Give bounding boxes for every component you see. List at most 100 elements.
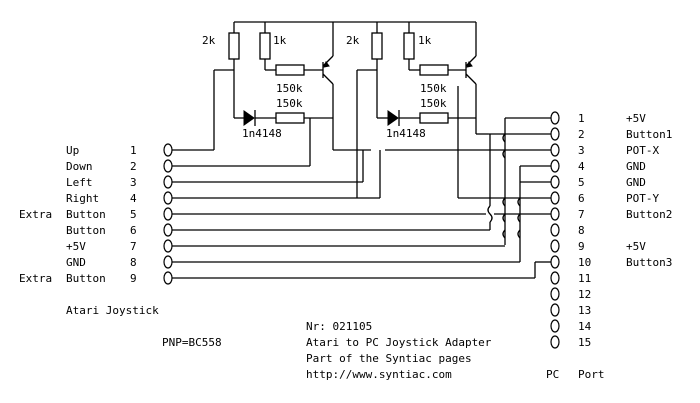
pc-pin-number: 13 xyxy=(578,304,591,317)
pc-terminal xyxy=(550,111,560,125)
pc-pin-signal: Button2 xyxy=(626,208,672,221)
resistor-2k-right xyxy=(371,32,383,60)
atari-pin-name: Button xyxy=(66,224,106,237)
atari-pin-prefix: Extra xyxy=(19,272,52,285)
pc-pin-signal: Button3 xyxy=(626,256,672,269)
pc-pin-signal: POT-X xyxy=(626,144,659,157)
pc-pin-number: 2 xyxy=(578,128,585,141)
atari-pin-name: Right xyxy=(66,192,99,205)
resistor-150k-right-b xyxy=(419,112,449,124)
atari-terminal xyxy=(163,143,173,157)
pc-pin-signal: POT-Y xyxy=(626,192,659,205)
atari-terminal xyxy=(163,191,173,205)
pc-pin-number: 8 xyxy=(578,224,585,237)
captions: Atari Joystick PNP=BC558 Nr: 021105 Atar… xyxy=(66,304,605,381)
atari-pin-number: 8 xyxy=(130,256,137,269)
diagram-url: http://www.syntiac.com xyxy=(306,368,452,381)
pc-terminal xyxy=(550,175,560,189)
atari-terminal xyxy=(163,175,173,189)
pc-terminal xyxy=(550,271,560,285)
label-150k-left-a: 150k xyxy=(276,82,303,95)
stage-left xyxy=(213,21,476,150)
pc-pin-number: 1 xyxy=(578,112,585,125)
resistor-1k-left xyxy=(259,32,271,60)
pc-terminal xyxy=(550,335,560,349)
stage-right xyxy=(356,22,477,198)
pc-pin-signal: Button1 xyxy=(626,128,672,141)
pc-pin-signal: +5V xyxy=(626,240,646,253)
pc-terminal xyxy=(550,223,560,237)
pc-terminal xyxy=(550,287,560,301)
atari-terminal xyxy=(163,271,173,285)
pc-terminal xyxy=(550,319,560,333)
pc-pin-signal: GND xyxy=(626,160,646,173)
resistor-150k-left-b xyxy=(275,112,305,124)
atari-terminal xyxy=(163,159,173,173)
atari-terminal xyxy=(163,223,173,237)
pc-pin-number: 9 xyxy=(578,240,585,253)
pc-pin-signal: GND xyxy=(626,176,646,189)
diode-left xyxy=(243,110,256,126)
port-label: Port xyxy=(578,368,605,381)
transistor-left xyxy=(322,22,334,85)
label-diode-left: 1n4148 xyxy=(242,127,282,140)
atari-pin-number: 3 xyxy=(130,176,137,189)
pc-pin-signal: +5V xyxy=(626,112,646,125)
diagram-subtitle: Part of the Syntiac pages xyxy=(306,352,472,365)
pc-pin-number: 4 xyxy=(578,160,585,173)
pc-pin-number: 15 xyxy=(578,336,591,349)
label-diode-right: 1n4148 xyxy=(386,127,426,140)
pc-terminal xyxy=(550,159,560,173)
diode-right xyxy=(387,110,400,126)
pc-terminal xyxy=(550,191,560,205)
pc-terminals xyxy=(550,111,560,349)
atari-pin-number: 5 xyxy=(130,208,137,221)
pc-pin-number: 7 xyxy=(578,208,585,221)
atari-pin-name: Up xyxy=(66,144,79,157)
transistor-note: PNP=BC558 xyxy=(162,336,222,349)
resistor-1k-right xyxy=(403,32,415,60)
atari-terminals xyxy=(163,143,173,285)
resistor-150k-right-a xyxy=(419,64,449,76)
pc-label: PC xyxy=(546,368,559,381)
label-1k-left: 1k xyxy=(273,34,287,47)
pc-pin-number: 11 xyxy=(578,272,591,285)
pc-pin-number: 5 xyxy=(578,176,585,189)
pc-pin-number: 6 xyxy=(578,192,585,205)
label-2k-left: 2k xyxy=(202,34,216,47)
diagram-number: Nr: 021105 xyxy=(306,320,372,333)
atari-terminal xyxy=(163,255,173,269)
atari-pin-number: 1 xyxy=(130,144,137,157)
resistor-2k-left xyxy=(228,32,240,60)
atari-pin-name: Button xyxy=(66,272,106,285)
pc-pin-number: 12 xyxy=(578,288,591,301)
label-1k-right: 1k xyxy=(418,34,432,47)
atari-pin-prefix: Extra xyxy=(19,208,52,221)
atari-joystick-label: Atari Joystick xyxy=(66,304,159,317)
pc-terminal xyxy=(550,255,560,269)
atari-pin-number: 9 xyxy=(130,272,137,285)
pc-pin-number: 3 xyxy=(578,144,585,157)
pc-terminal xyxy=(550,207,560,221)
atari-terminal xyxy=(163,239,173,253)
atari-pin-name: GND xyxy=(66,256,86,269)
label-150k-right-a: 150k xyxy=(420,82,447,95)
pc-pin-labels: 1 +5V 2 Button1 3 POT-X 4 GND 5 GND 6 PO… xyxy=(578,112,672,349)
atari-pin-number: 4 xyxy=(130,192,137,205)
label-150k-left-b: 150k xyxy=(276,97,303,110)
atari-pin-name: Down xyxy=(66,160,93,173)
atari-pin-name: Button xyxy=(66,208,106,221)
label-150k-right-b: 150k xyxy=(420,97,447,110)
pc-terminal xyxy=(550,303,560,317)
atari-pin-labels: Up 1 Down 2 Left 3 Right 4 Extra Button … xyxy=(19,144,137,285)
atari-terminal xyxy=(163,207,173,221)
atari-pin-number: 6 xyxy=(130,224,137,237)
atari-pin-name: Left xyxy=(66,176,93,189)
atari-pin-number: 7 xyxy=(130,240,137,253)
component-labels: 2k 1k 150k 150k 1n4148 2k 1k 150k 150k 1… xyxy=(202,34,447,140)
diagram-title: Atari to PC Joystick Adapter xyxy=(306,336,492,349)
atari-pin-number: 2 xyxy=(130,160,137,173)
pc-terminal xyxy=(550,239,560,253)
pc-pin-number: 10 xyxy=(578,256,591,269)
